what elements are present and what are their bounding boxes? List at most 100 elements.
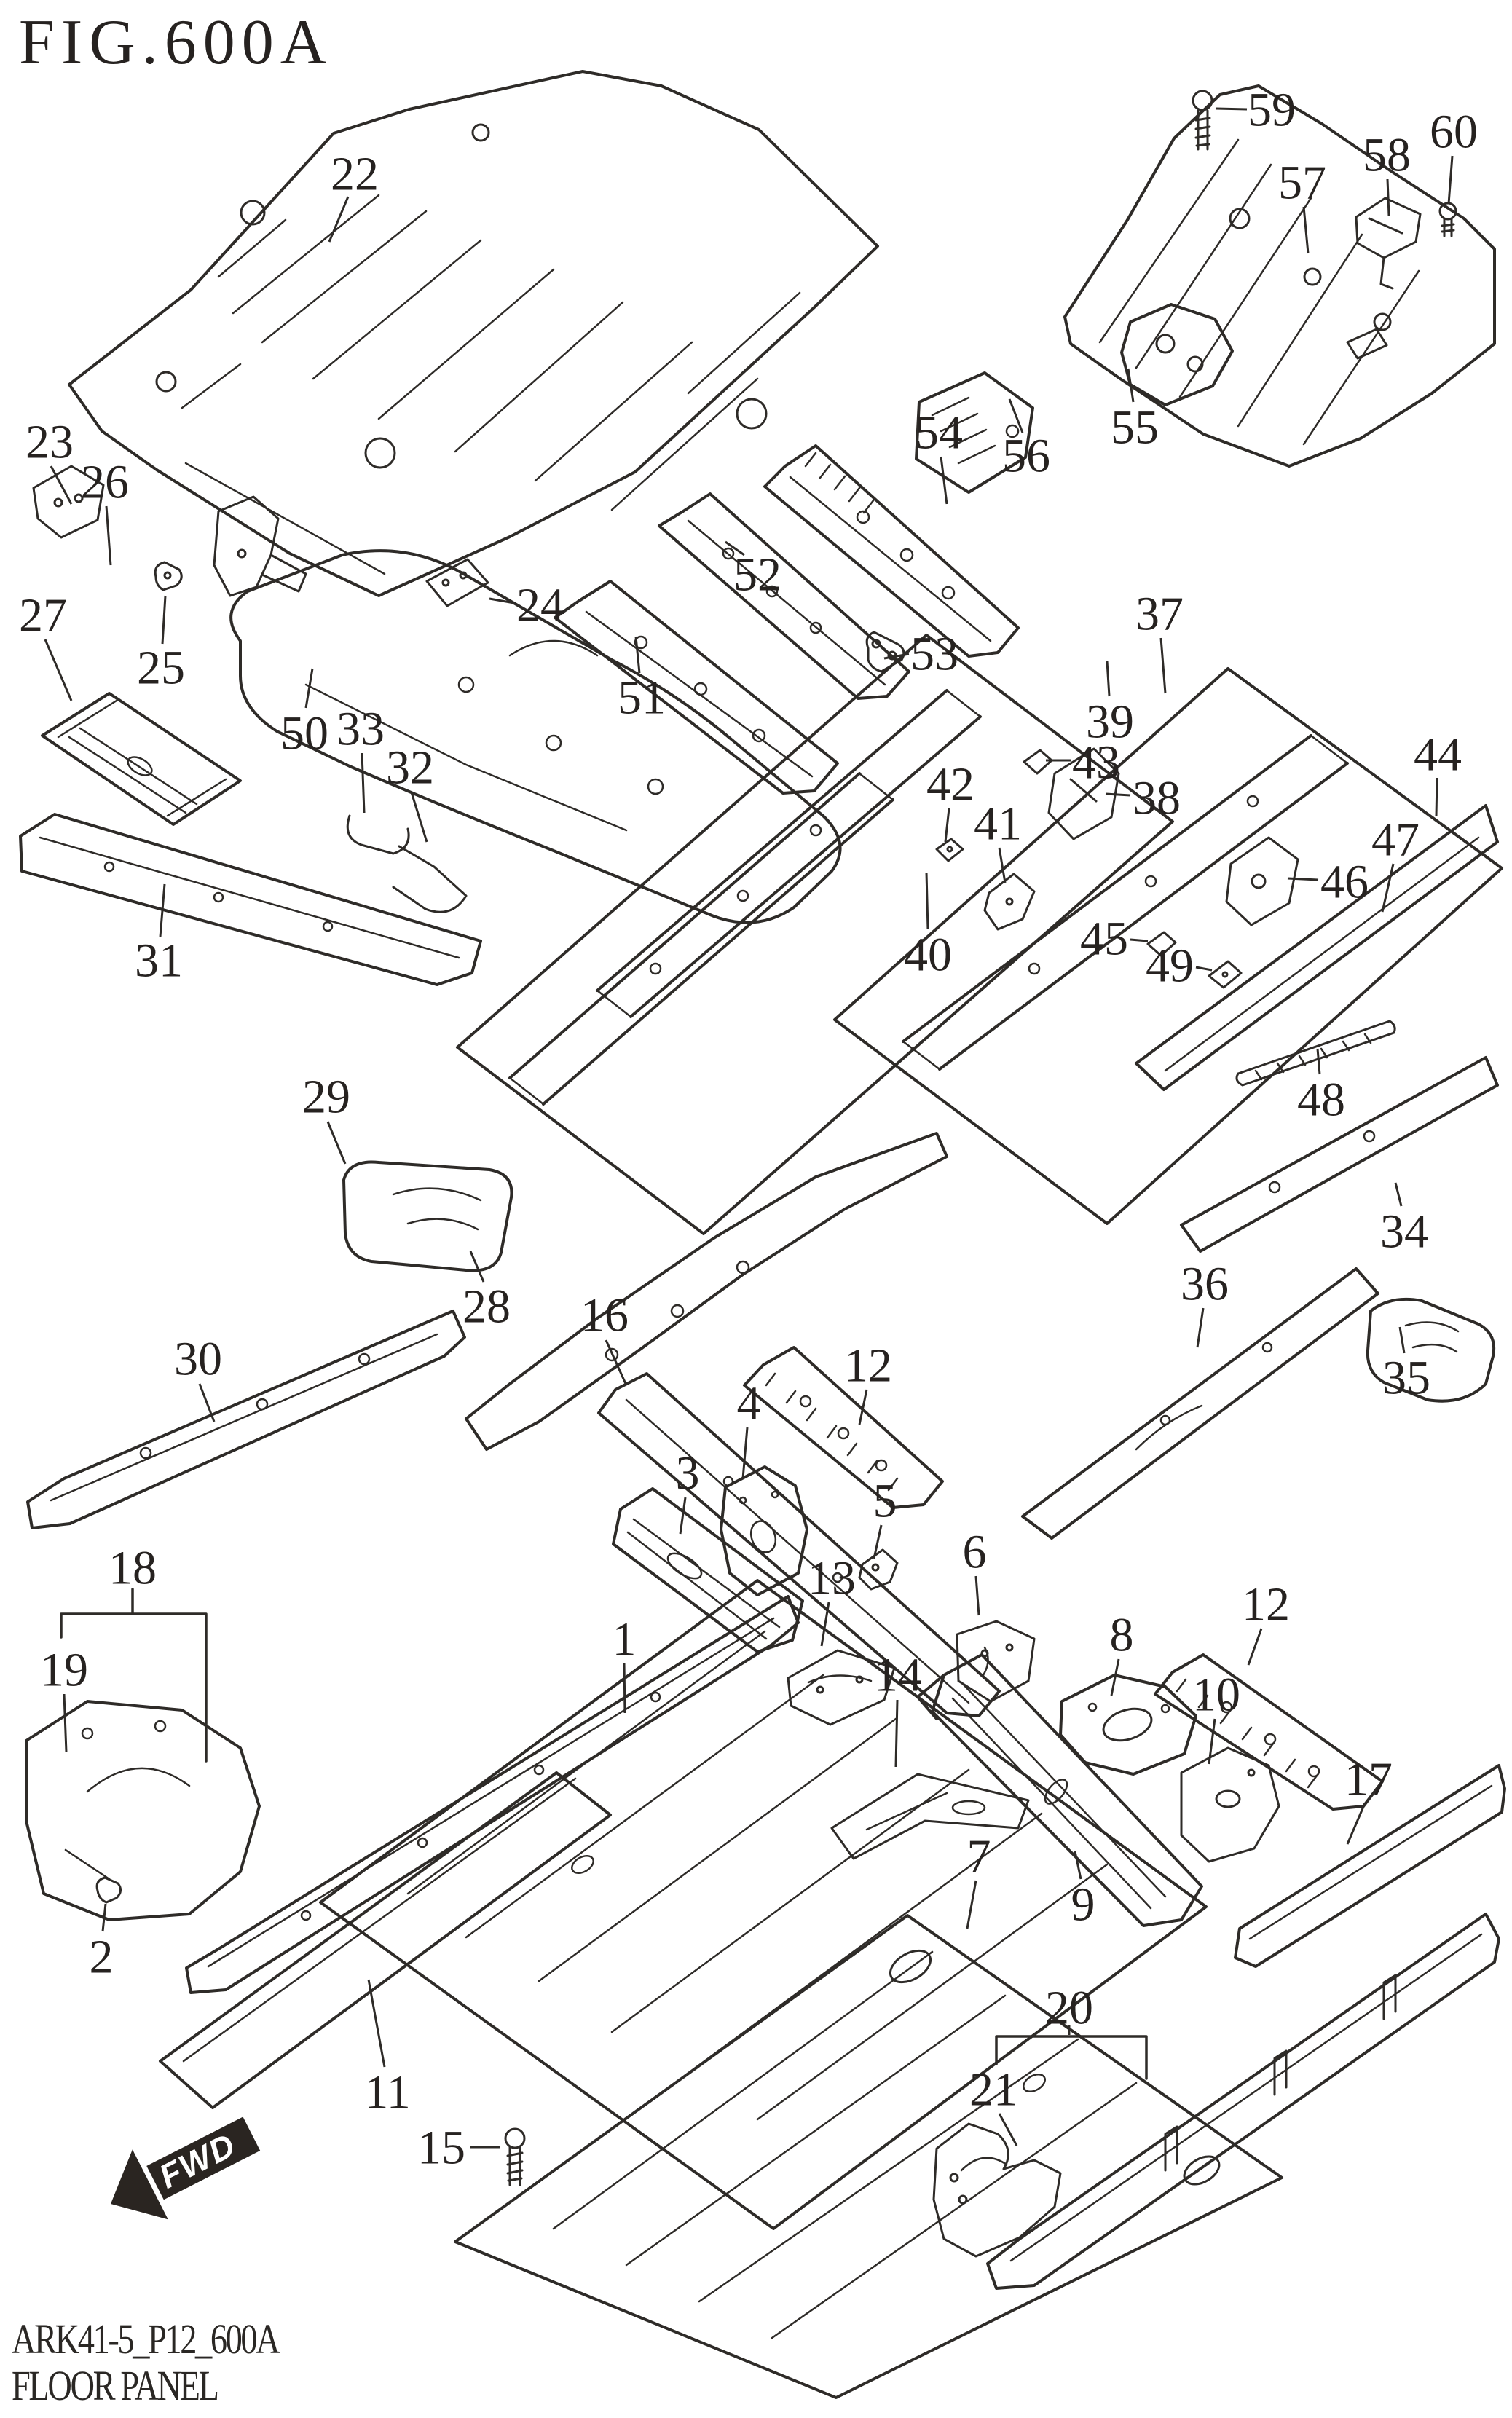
part-bracket-28 [465, 1132, 948, 1451]
leader-line-28 [469, 1251, 485, 1283]
leader-line-23 [50, 465, 73, 505]
leader-line-29 [326, 1121, 347, 1165]
leader-line-50 [304, 668, 314, 709]
part-label-18: 18 [109, 1541, 157, 1594]
part-label-28: 28 [462, 1280, 511, 1333]
leader-line-1 [623, 1663, 626, 1714]
part-label-16: 16 [580, 1288, 629, 1342]
part-label-32: 32 [386, 741, 434, 794]
part-clip-43 [1023, 749, 1053, 775]
part-label-37: 37 [1135, 587, 1184, 640]
part-bracket-21 [932, 2122, 1062, 2258]
part-label-4: 4 [737, 1377, 761, 1430]
part-label-41: 41 [974, 797, 1022, 850]
part-bracket-8 [1059, 1674, 1197, 1776]
part-rail-34 [1180, 1056, 1499, 1253]
leader-line-12a [858, 1389, 868, 1425]
part-plate-13 [787, 1649, 896, 1726]
part-bracket-38 [1047, 747, 1120, 840]
leader-line-39 [1106, 661, 1111, 697]
part-rail-12a [743, 1346, 944, 1509]
part-bracket-46 [1225, 836, 1299, 926]
leader-line-51 [634, 636, 641, 674]
part-label-35: 35 [1382, 1351, 1430, 1404]
part-label-40: 40 [904, 928, 952, 981]
part-label-47: 47 [1371, 813, 1420, 866]
footer-caption: FLOOR PANEL [12, 2362, 219, 2409]
leader-line-24 [489, 597, 515, 604]
part-bracket-26 [213, 495, 307, 597]
part-label-13: 13 [808, 1551, 856, 1604]
leader-line-45 [1130, 938, 1149, 942]
part-label-36: 36 [1181, 1257, 1229, 1310]
part-bracket-55 [1120, 303, 1234, 406]
label-bracket-18 [60, 1588, 208, 1763]
part-bolt-59 [1192, 90, 1213, 151]
leader-line-47 [1381, 863, 1395, 913]
part-label-22: 22 [331, 147, 379, 200]
leader-line-17 [1346, 1803, 1366, 1845]
leader-line-42 [944, 808, 950, 843]
part-label-44: 44 [1414, 728, 1462, 781]
leader-line-60 [1447, 155, 1454, 205]
part-crossmember-52 [658, 492, 910, 700]
part-label-33: 33 [336, 702, 385, 755]
part-member-3 [612, 1487, 804, 1653]
part-pad-35 [1366, 1297, 1495, 1403]
part-label-25: 25 [137, 641, 185, 694]
leader-line-46 [1287, 877, 1319, 881]
leader-line-38 [1105, 792, 1131, 797]
assembly-box-44 [833, 667, 1503, 1225]
part-label-3: 3 [676, 1446, 700, 1500]
leader-line-56 [1008, 398, 1024, 433]
part-label-17: 17 [1344, 1752, 1393, 1805]
part-wedge-14 [830, 1773, 1030, 1860]
part-label-48: 48 [1297, 1073, 1345, 1126]
leader-line-27 [44, 639, 73, 701]
part-label-50: 50 [280, 706, 328, 760]
part-label-21: 21 [969, 2063, 1017, 2116]
part-bracket-58 [1355, 197, 1422, 290]
part-label-1: 1 [613, 1612, 637, 1666]
part-label-9: 9 [1071, 1878, 1095, 1931]
part-label-8: 8 [1110, 1608, 1134, 1661]
part-label-20: 20 [1045, 1981, 1093, 2034]
figure-title: FIG.600A [19, 7, 334, 78]
part-label-52: 52 [733, 548, 781, 601]
leader-line-33 [361, 752, 366, 814]
part-label-14: 14 [874, 1648, 922, 1701]
part-label-12a: 12 [844, 1339, 892, 1392]
leader-line-19 [63, 1693, 68, 1753]
part-clip-5 [858, 1548, 899, 1591]
part-label-11: 11 [364, 2065, 411, 2119]
leader-line-14 [894, 1699, 899, 1768]
part-bracket-41 [983, 873, 1036, 931]
part-label-27: 27 [19, 588, 67, 642]
part-bracket-56 [915, 371, 1034, 494]
leader-line-10 [1208, 1718, 1216, 1765]
part-plate-23 [32, 465, 105, 539]
part-rail-16 [597, 1372, 1001, 1717]
part-label-38: 38 [1133, 771, 1181, 824]
part-rear-floor-panel-22 [68, 70, 879, 597]
footer-code: ARK41-5_P12_600A [12, 2315, 280, 2363]
leader-line-21 [998, 2113, 1018, 2146]
fwd-arrow-shape [111, 2116, 261, 2221]
part-crossmember-54 [763, 444, 1020, 658]
part-rail-36 [1021, 1267, 1379, 1540]
part-rail-30 [26, 1310, 466, 1529]
part-cover-29 [342, 1160, 513, 1272]
part-clip-42 [935, 838, 964, 862]
part-sill-17 [1234, 1764, 1506, 1968]
label-bracket-20 [995, 2035, 1148, 2080]
leader-line-55 [1127, 368, 1135, 403]
leader-line-26 [105, 505, 112, 566]
leader-line-22 [328, 196, 350, 243]
part-sill-20 [986, 1913, 1500, 2290]
leader-line-16 [605, 1339, 628, 1386]
part-label-24: 24 [516, 578, 564, 631]
part-label-42: 42 [926, 757, 974, 811]
part-label-2: 2 [90, 1930, 114, 1983]
